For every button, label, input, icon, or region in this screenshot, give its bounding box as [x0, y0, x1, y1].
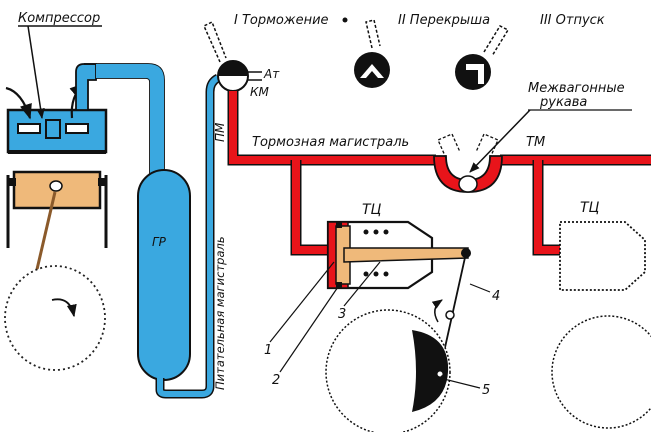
- air-intake-arrow: [5, 86, 32, 120]
- mode-positions: I Торможение II Перекрыша III Отпуск: [234, 13, 605, 90]
- main-reservoir: [137, 169, 191, 381]
- compressor-label: Компрессор: [18, 11, 100, 26]
- valve-handle-icon: [203, 20, 227, 63]
- crank-disc: [4, 265, 106, 371]
- wheel-left: [325, 309, 451, 432]
- compressor-leader-line: [27, 25, 45, 120]
- discharge-valve: [65, 123, 89, 134]
- pm-label: ПМ: [213, 122, 227, 142]
- mode-1-label: I Торможение: [234, 13, 329, 28]
- feed-main-pipe: ГР Питательная магистраль ПМ: [75, 63, 227, 399]
- km-label: КМ: [250, 85, 270, 99]
- intake-valve: [17, 123, 41, 134]
- reservoir-label: ГР: [152, 235, 167, 249]
- drivers-valve: Ат КМ: [203, 20, 280, 99]
- mode-2-label: II Перекрыша: [398, 13, 490, 28]
- brake-main-pipe: Тормозная магистраль ТМ: [227, 91, 651, 256]
- tc-left-label: ТЦ: [362, 202, 382, 218]
- brake-cylinder-left: ТЦ: [326, 202, 471, 290]
- piston-rod: [343, 247, 469, 263]
- tm-label: ТМ: [526, 135, 545, 150]
- callout-5: 5: [482, 383, 490, 398]
- mode-3-label: III Отпуск: [540, 13, 605, 28]
- compressor: Компрессор: [4, 11, 108, 371]
- callout-2: 2: [272, 373, 280, 388]
- atm-label: Ат: [263, 67, 280, 81]
- valve-handle-mode-2-icon: [354, 19, 390, 88]
- callout-4: 4: [492, 289, 500, 304]
- brake-shoe: [412, 330, 449, 412]
- inter-car-hoses: Межвагонные рукава: [433, 81, 632, 193]
- hoses-label-line2: рукава: [539, 95, 587, 110]
- wheel-right: [551, 315, 651, 429]
- callout-3: 3: [338, 307, 346, 322]
- callout-1: 1: [264, 343, 272, 358]
- brake-main-label: Тормозная магистраль: [252, 135, 409, 150]
- feed-main-label: Питательная магистраль: [213, 236, 227, 390]
- valve-handle-mode-3-icon: [455, 25, 510, 90]
- hoses-label-line1: Межвагонные: [528, 81, 625, 96]
- rotation-arrow-icon: [51, 298, 77, 318]
- callouts: 1 2 3 4 5: [264, 261, 500, 398]
- tc-right-label: ТЦ: [580, 200, 600, 216]
- brake-cylinder-right: ТЦ: [559, 200, 646, 291]
